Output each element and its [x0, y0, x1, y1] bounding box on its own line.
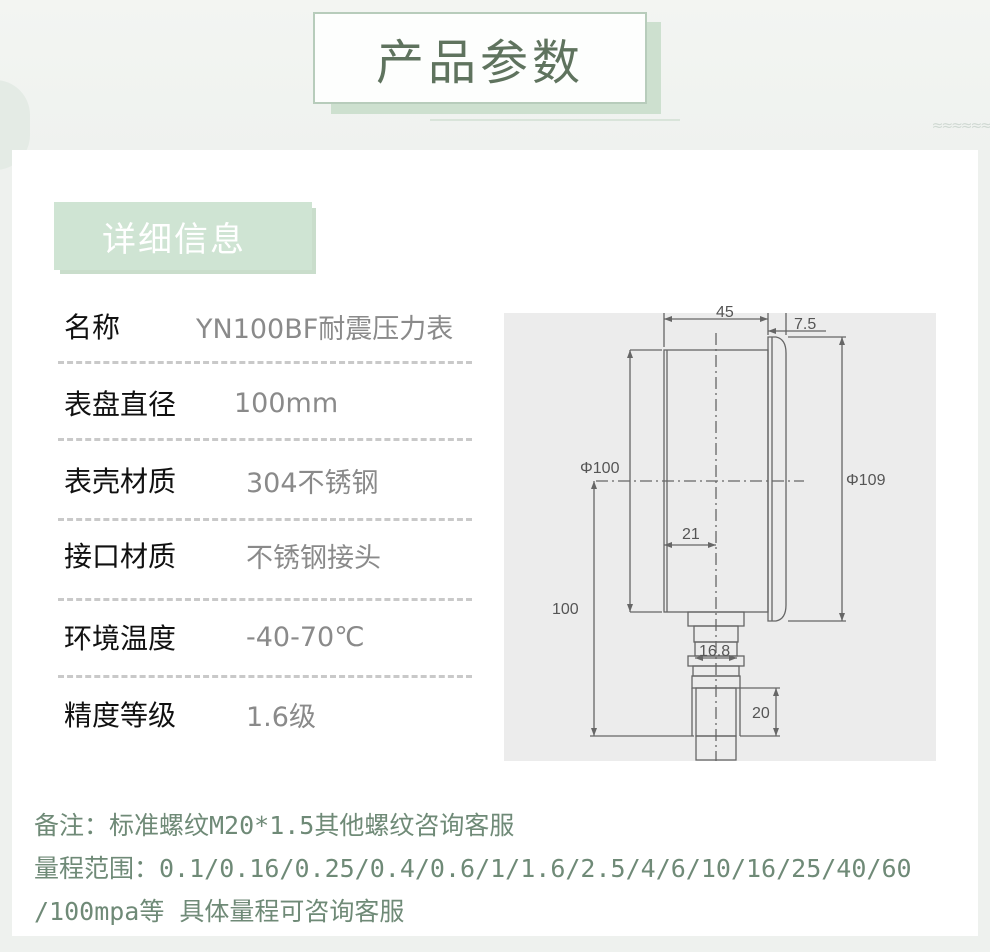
spec-row-diameter: 表盘直径 100mm [54, 383, 474, 423]
spec-value: 1.6级 [246, 701, 316, 733]
wave-decoration: ≈≈≈≈≈≈ [931, 118, 990, 134]
spec-value: 不锈钢接头 [246, 542, 381, 574]
spec-row-case-material: 表壳材质 304不锈钢 [54, 460, 474, 500]
spec-value: YN100BF耐震压力表 [196, 313, 454, 345]
dim-depth: 21 [682, 526, 700, 543]
spec-label: 表壳材质 [64, 465, 177, 498]
row-divider [58, 598, 472, 601]
dim-thread: 20 [752, 705, 770, 722]
spec-label: 名称 [64, 311, 121, 344]
row-divider [58, 518, 472, 521]
spec-value: 304不锈钢 [246, 467, 379, 499]
dim-top: 45 [716, 304, 734, 321]
gauge-drawing: 45 7.5 Φ100 Φ109 21 100 16.8 20 [552, 304, 886, 761]
spec-label: 精度等级 [64, 699, 177, 732]
spec-row-name: 名称 YN100BF耐震压力表 [54, 306, 474, 346]
note-range: 量程范围：0.1/0.16/0.25/0.4/0.6/1/1.6/2.5/4/6… [34, 854, 912, 883]
spec-value: 100mm [234, 387, 339, 419]
note-range-continued: /100mpa等 具体量程可咨询客服 [34, 897, 405, 926]
dim-height: 100 [552, 601, 579, 618]
note-thread: 备注：标准螺纹M20*1.5其他螺纹咨询客服 [34, 811, 515, 840]
spec-label: 接口材质 [64, 540, 177, 573]
dim-dial-diameter: Φ100 [580, 460, 620, 477]
dim-bezel: 7.5 [794, 316, 816, 333]
title-underline [430, 119, 680, 121]
spec-label: 环境温度 [64, 622, 177, 655]
dim-hex: 16.8 [699, 643, 730, 660]
spec-row-accuracy: 精度等级 1.6级 [54, 694, 474, 734]
row-divider [58, 675, 472, 678]
spec-row-connector-material: 接口材质 不锈钢接头 [54, 535, 474, 575]
spec-value: -40-70℃ [246, 621, 365, 653]
section-tag: 详细信息 [54, 202, 312, 270]
dim-outer-diameter: Φ109 [846, 472, 886, 489]
gauge-bezel [767, 336, 787, 622]
row-divider [58, 361, 472, 364]
row-divider [58, 438, 472, 441]
spec-row-temperature: 环境温度 -40-70℃ [54, 617, 474, 657]
page-title: 产品参数 [313, 12, 647, 104]
dimension-diagram: 45 7.5 Φ100 Φ109 21 100 16.8 20 [504, 304, 936, 761]
spec-label: 表盘直径 [64, 388, 177, 421]
